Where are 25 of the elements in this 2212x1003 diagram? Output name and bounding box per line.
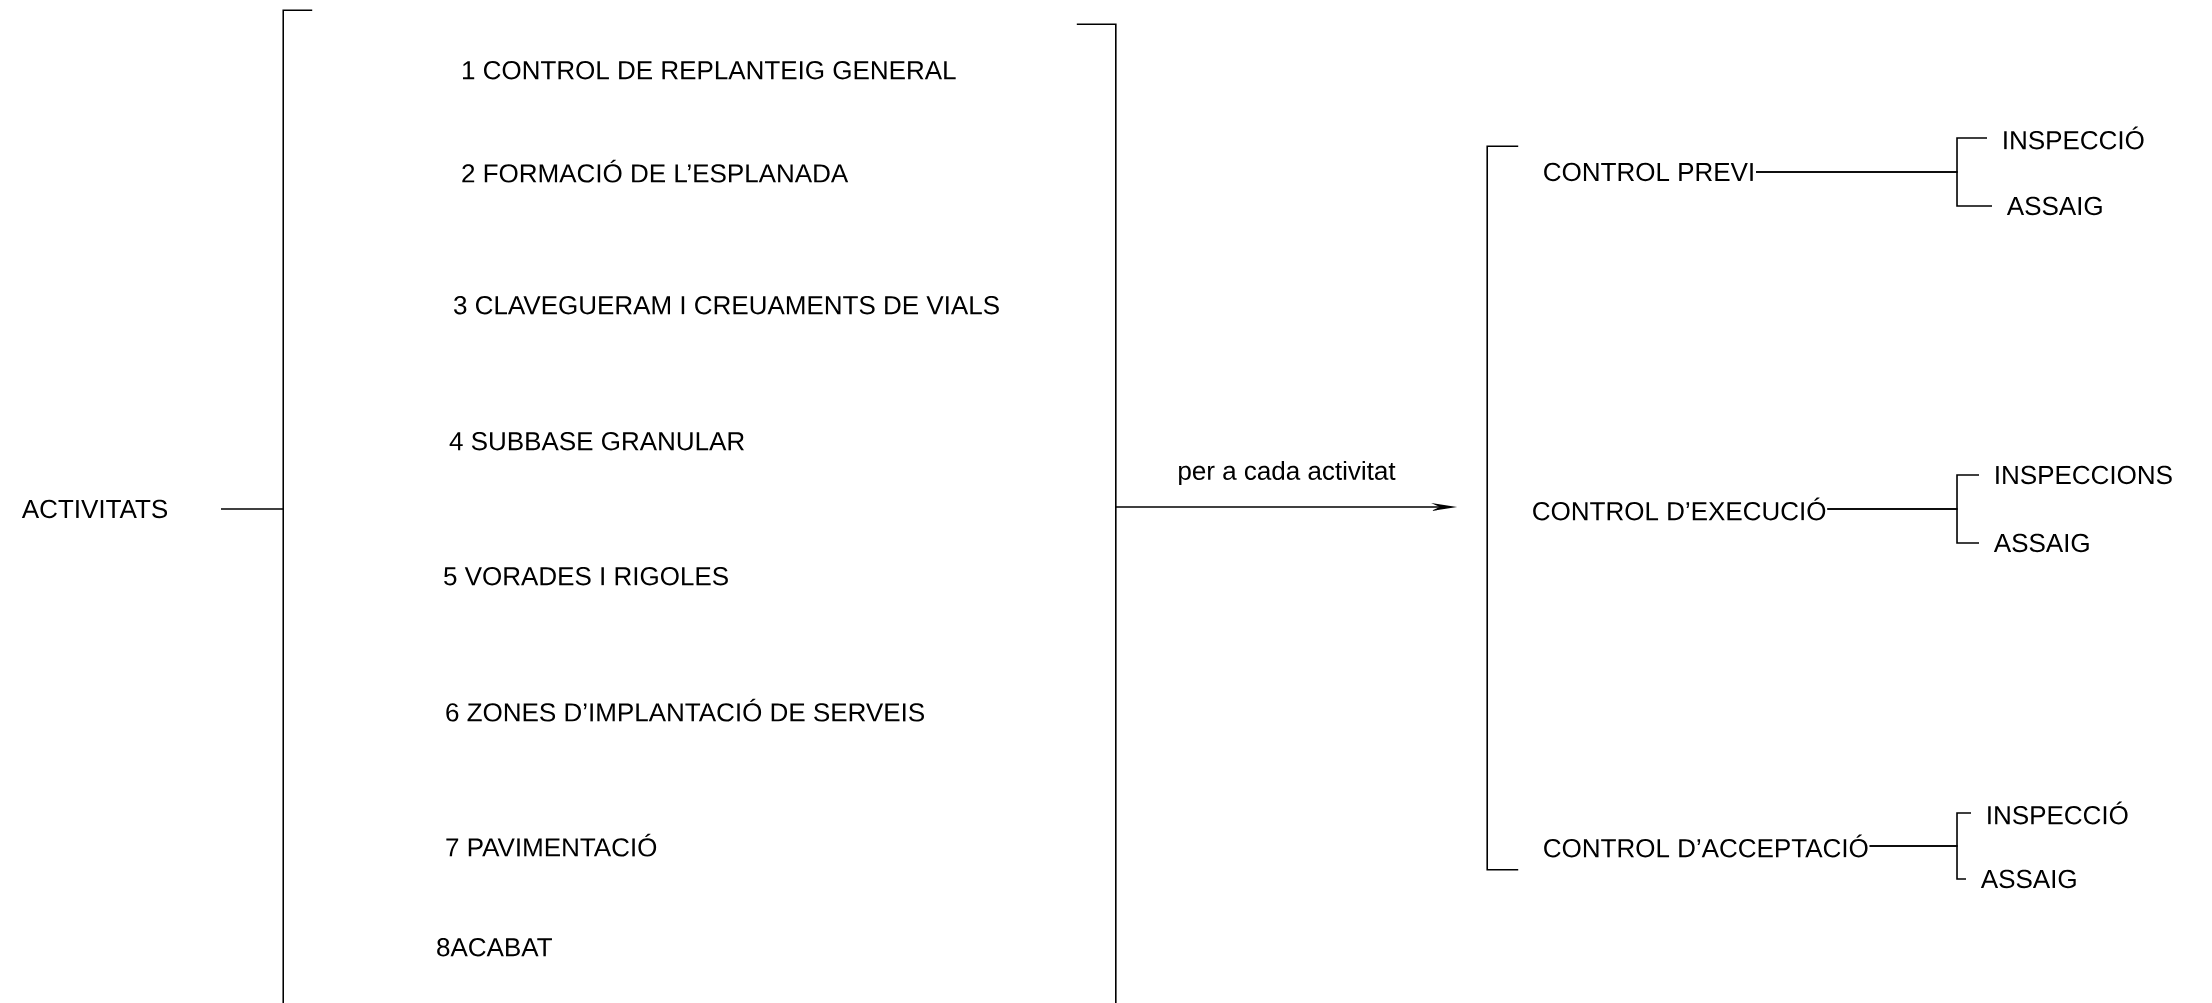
option-label: INSPECCIÓ: [1988, 801, 2128, 825]
activity-label: 7 PAVIMENTACIÓ: [446, 833, 657, 857]
heading-label: ACTIVITATS: [21, 499, 168, 519]
activity-label: 6 ZONES D’IMPLANTACIÓ DE SERVEIS: [446, 698, 924, 722]
option-label: INSPECCIÓ: [2004, 126, 2144, 150]
bracket-line: [1755, 171, 1993, 207]
edge-label: per a cada activitat: [1179, 460, 1396, 486]
bracket-line: [1868, 845, 1967, 880]
option-label: ASSAIG: [1993, 533, 2089, 553]
bracket-line: [1826, 508, 1980, 544]
control-label: CONTROL PREVI: [1544, 162, 1753, 182]
control-label: CONTROL D’EXECUCIÓ: [1533, 497, 1826, 521]
connector-line: [220, 508, 284, 510]
activity-label: 5 VORADES I RIGOLES: [444, 567, 728, 586]
option-label: INSPECCIONS: [1996, 465, 2172, 485]
option-label: ASSAIG: [1980, 869, 2076, 889]
activity-label: 3 CLAVEGUERAM I CREUAMENTS DE VIALS: [454, 296, 999, 315]
option-label: ASSAIG: [2006, 196, 2102, 216]
activity-label: 8ACABAT: [437, 938, 552, 957]
activity-label: 4 SUBBASE GRANULAR: [449, 432, 744, 451]
control-label: CONTROL D’ACCEPTACIÓ: [1544, 834, 1868, 858]
bracket: [1486, 145, 1519, 871]
activity-label: 2 FORMACIÓ DE L’ESPLANADA: [462, 159, 849, 183]
bracket-drawing: [282, 9, 1117, 1003]
activity-label: 1 CONTROL DE REPLANTEIG GENERAL: [463, 61, 956, 80]
